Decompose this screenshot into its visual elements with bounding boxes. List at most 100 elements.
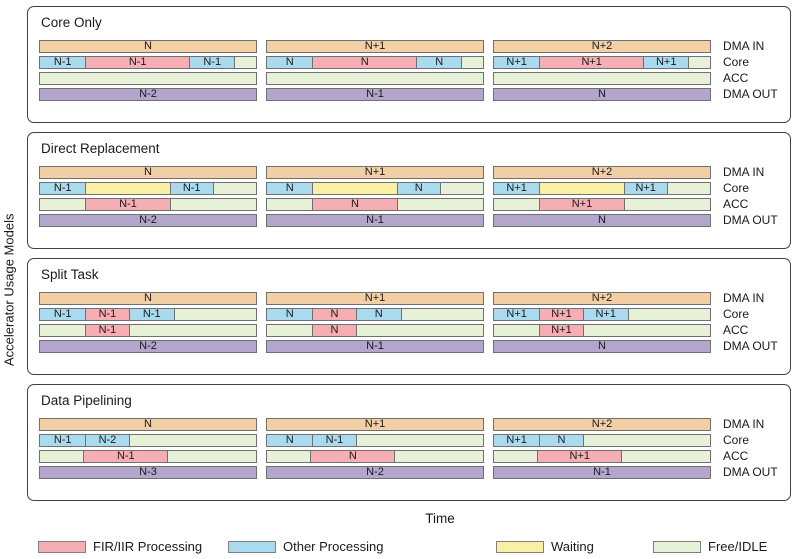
core-segment: N+1	[539, 309, 583, 320]
task-group: N-1	[266, 88, 484, 101]
task-group: N-1	[493, 466, 711, 479]
acc-segment	[267, 73, 483, 84]
task-group: N+2	[493, 166, 711, 179]
acc-segment	[40, 451, 84, 462]
core-segment: N-2	[85, 435, 129, 446]
dma-out-segment: N	[494, 341, 710, 352]
row-label-dma-in: DMA IN	[723, 165, 765, 179]
dma-out-segment: N-1	[494, 467, 710, 478]
task-group: N+1	[493, 198, 711, 211]
dma-in-segment: N	[40, 293, 256, 304]
acc-segment: N+1	[537, 451, 622, 462]
task-group: N-2	[39, 340, 257, 353]
task-group: N	[266, 324, 484, 337]
row-label-core: Core	[723, 55, 750, 69]
legend-label: Waiting	[551, 539, 594, 554]
acc-segment	[267, 199, 313, 210]
task-group: N-2	[266, 466, 484, 479]
core-segment: N+1	[582, 309, 628, 320]
acc-segment	[494, 73, 710, 84]
core-segment	[173, 309, 256, 320]
acc-segment	[128, 325, 256, 336]
dma-in-segment: N+2	[494, 41, 710, 52]
task-group: N	[493, 340, 711, 353]
groups-strip: N-2 N-1 N	[39, 340, 711, 353]
acc-segment	[167, 451, 256, 462]
core-segment: N	[312, 309, 356, 320]
core-segment: N	[267, 57, 313, 68]
core-segment: N-1	[40, 183, 86, 194]
row-label-core: Core	[723, 433, 750, 447]
core-segment	[582, 435, 710, 446]
legend-swatch-blue	[228, 540, 276, 553]
acc-segment: N	[312, 199, 397, 210]
panel-title: Core Only	[41, 15, 102, 30]
acc-segment	[582, 325, 710, 336]
task-group	[39, 72, 257, 85]
core-segment: N-1	[189, 57, 235, 68]
core-segment	[128, 435, 256, 446]
row-label-acc: ACC	[723, 449, 749, 463]
dma-in-segment: N+2	[494, 167, 710, 178]
task-group: N-1	[266, 214, 484, 227]
dma-in-segment: N+1	[267, 167, 483, 178]
legend-swatch-green	[653, 540, 701, 553]
row-label-core: Core	[723, 307, 750, 321]
row-label-acc: ACC	[723, 71, 749, 85]
dma-in-segment: N+2	[494, 293, 710, 304]
panel-title: Data Pipelining	[41, 393, 132, 408]
core-segment: N	[267, 309, 313, 320]
acc-segment: N+1	[539, 325, 583, 336]
task-group: N+2	[493, 418, 711, 431]
dma-out-segment: N-1	[267, 341, 483, 352]
dma-in-segment: N+2	[494, 419, 710, 430]
core-segment	[355, 435, 483, 446]
core-segment: N+1	[494, 435, 540, 446]
legend-item-free-idle: Free/IDLE	[653, 539, 767, 554]
dma-out-segment: N-2	[40, 341, 256, 352]
dma-out-segment: N-2	[267, 467, 483, 478]
task-group: N-1	[39, 450, 257, 463]
panel-title: Direct Replacement	[41, 141, 160, 156]
row-label-dma-in: DMA IN	[723, 39, 765, 53]
acc-segment	[40, 73, 256, 84]
core-segment: N-1	[85, 57, 190, 68]
dma-in-segment: N	[40, 167, 256, 178]
core-segment: N	[355, 309, 401, 320]
dma-out-segment: N-1	[267, 89, 483, 100]
row-label-dma-out: DMA OUT	[723, 87, 778, 101]
task-group: N+1	[266, 166, 484, 179]
acc-segment	[396, 199, 483, 210]
legend-item-other-processing: Other Processing	[228, 539, 383, 554]
acc-segment	[623, 199, 710, 210]
acc-segment	[169, 199, 256, 210]
core-segment	[212, 183, 256, 194]
legend-label: Other Processing	[283, 539, 384, 554]
core-segment: N+1	[494, 183, 540, 194]
